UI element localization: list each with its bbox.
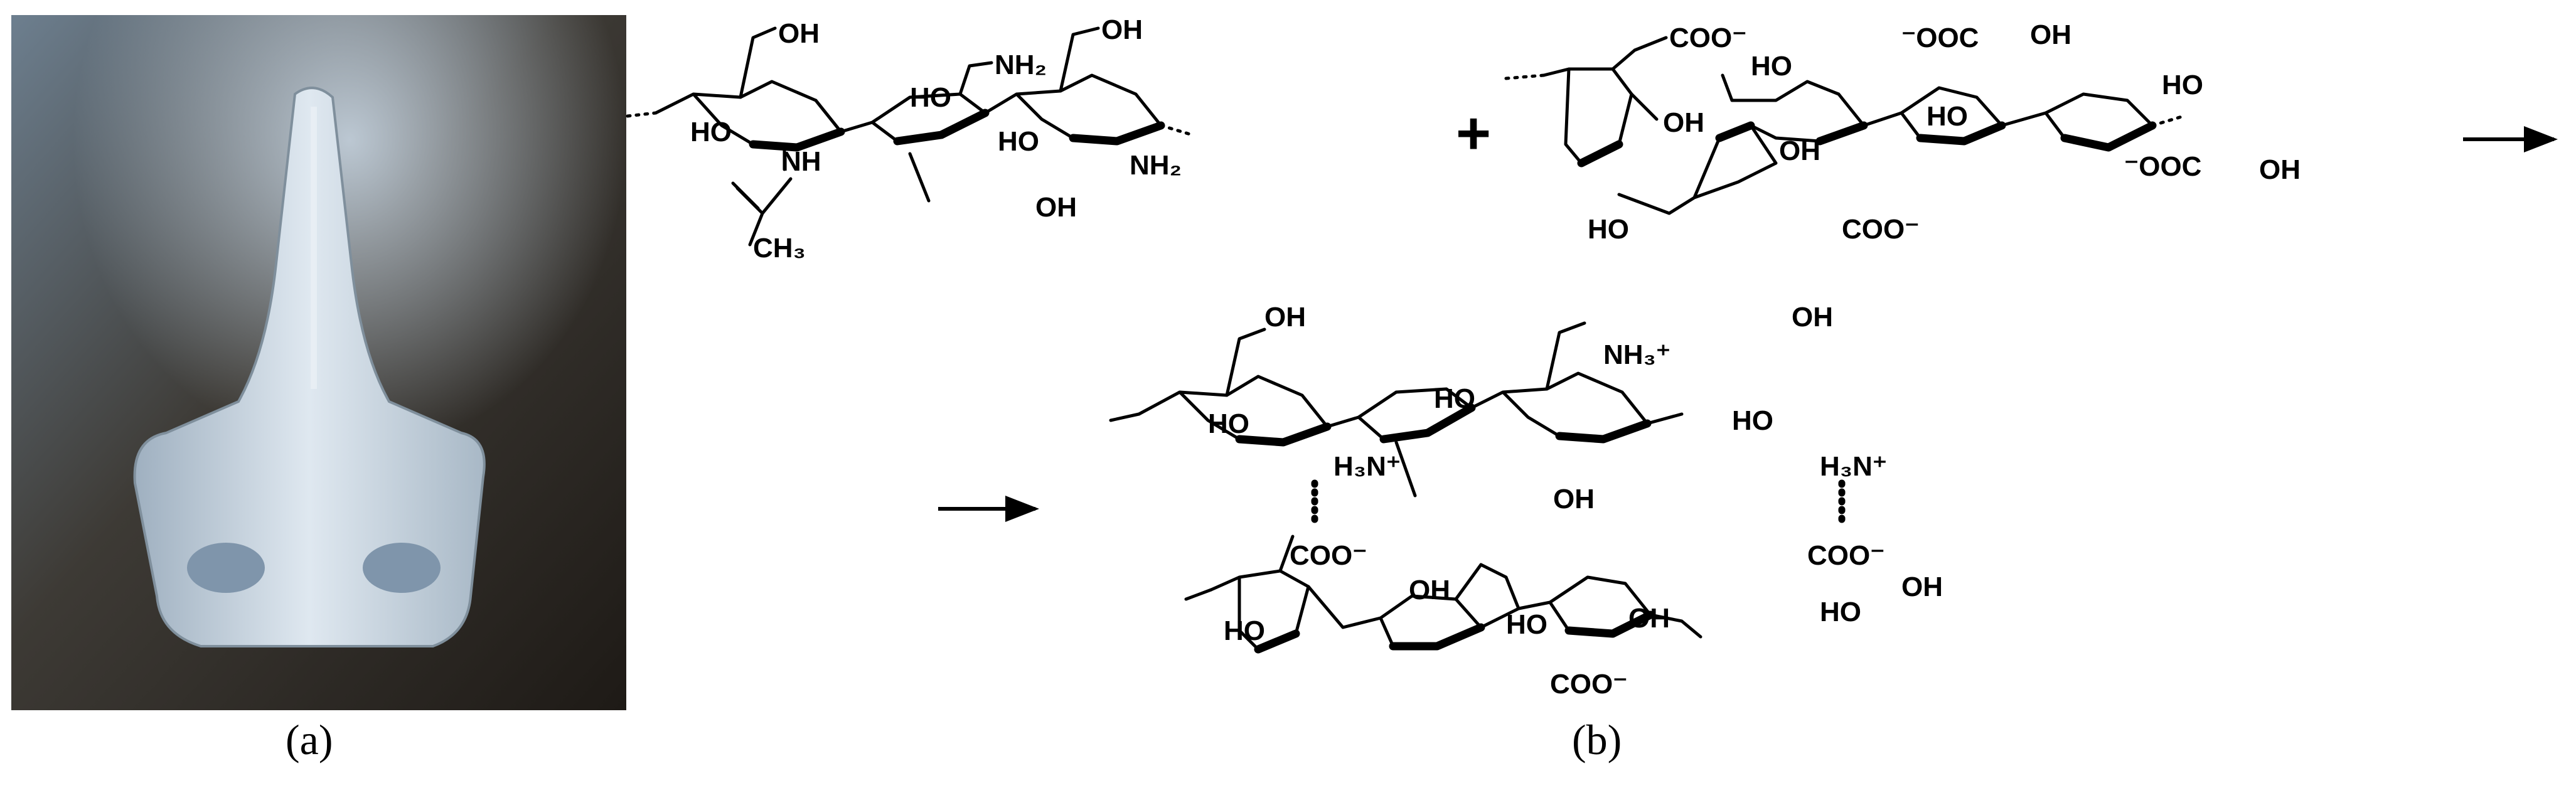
group-label-ho: HO (1732, 405, 1773, 436)
group-label-ho: HO (998, 126, 1039, 157)
panel-label-b: (b) (1572, 716, 1622, 764)
group-label-nh3-plus: NH₃⁺ (1603, 339, 1670, 370)
group-label-oh: OH (1792, 302, 1833, 333)
group-label-nh2: NH₂ (995, 50, 1047, 80)
panel-label-a: (a) (286, 716, 333, 764)
plus-sign: + (1456, 100, 1491, 167)
group-label-ho: HO (1820, 597, 1861, 627)
group-label-ho: HO (1588, 214, 1629, 245)
group-label-oh: OH (1553, 484, 1595, 514)
group-label-nh: NH (781, 146, 821, 177)
group-label-oh: OH (1779, 136, 1820, 166)
group-label-oh: OH (1264, 302, 1306, 333)
group-label-oh: OH (2259, 154, 2301, 185)
nose-photo (11, 15, 626, 710)
group-label-minus-ooc: ⁻OOC (1901, 23, 1979, 53)
group-label-ch3: CH₃ (753, 233, 806, 264)
reaction-arrows (938, 126, 2558, 522)
group-label-coo-minus: COO⁻ (1842, 214, 1919, 245)
group-label-ho: HO (1751, 51, 1792, 82)
group-label-minus-ooc: ⁻OOC (2124, 151, 2201, 182)
group-label-coo-minus: COO⁻ (1290, 540, 1367, 571)
group-label-nh2: NH₂ (1130, 150, 1182, 181)
group-label-oh: OH (1409, 575, 1450, 605)
chemical-structures (626, 26, 2186, 654)
group-label-coo-minus: COO⁻ (1669, 23, 1746, 53)
group-label-oh: OH (1101, 14, 1143, 45)
group-label-coo-minus: COO⁻ (1550, 669, 1627, 700)
group-label-ho: HO (1224, 615, 1265, 646)
group-label-ho: HO (1506, 609, 1547, 640)
group-label-oh: OH (778, 18, 820, 49)
group-label-ho: HO (2162, 70, 2203, 100)
group-label-oh: OH (1663, 107, 1704, 138)
group-label-h3n-plus: H₃N⁺ (1820, 451, 1887, 482)
group-label-h3n-plus: H₃N⁺ (1333, 451, 1401, 482)
group-label-coo-minus: COO⁻ (1807, 540, 1884, 571)
group-label-ho: HO (1208, 408, 1249, 439)
group-label-ho: HO (1927, 101, 1968, 132)
group-label-ho: HO (690, 117, 732, 147)
group-label-oh: OH (1901, 572, 1943, 602)
group-label-oh: OH (1035, 192, 1077, 223)
group-label-ho: HO (910, 82, 951, 113)
group-label-oh: OH (1628, 603, 1670, 634)
group-label-oh: OH (2030, 19, 2071, 50)
group-label-ho: HO (1434, 383, 1475, 414)
